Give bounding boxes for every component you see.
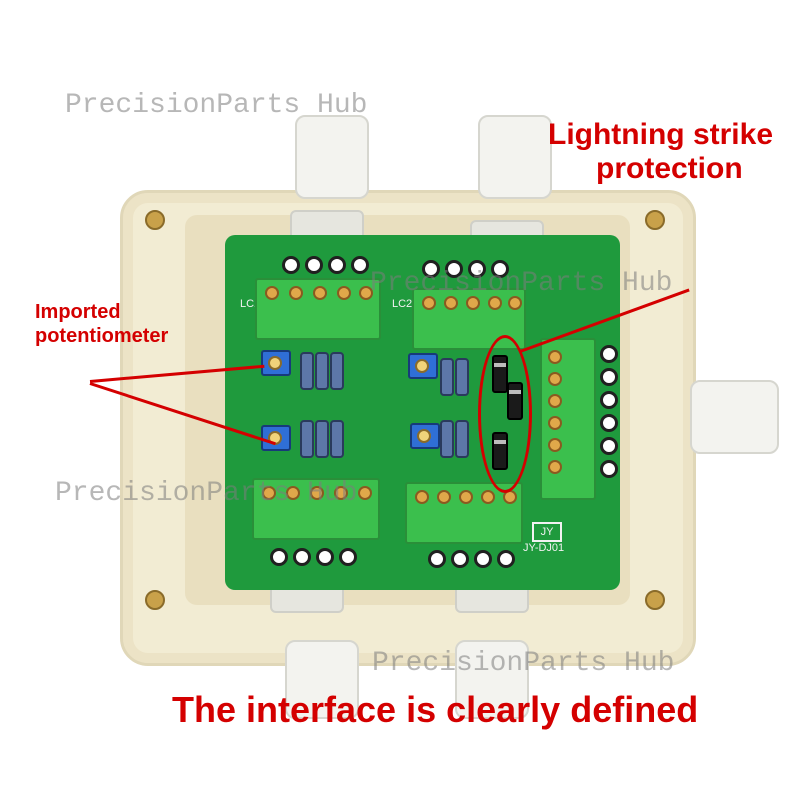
cable-gland-bottom-left (285, 640, 359, 719)
pcb-label-lc2: LC2 (392, 298, 413, 310)
pin (339, 548, 357, 566)
terminal-block-bottom-left (252, 478, 380, 540)
annotation-potentiometer: Imported potentiometer (35, 300, 168, 348)
resistor (440, 358, 454, 396)
resistor (300, 352, 314, 390)
watermark: PrecisionParts Hub (370, 268, 673, 299)
pin (468, 260, 486, 278)
potentiometer (261, 350, 291, 376)
pin (293, 548, 311, 566)
annotation-interface: The interface is clearly defined (172, 689, 699, 730)
annotation-lightning-line1: Lightning strike (548, 118, 773, 151)
annotation-lightning-line2: protection (596, 152, 743, 185)
pin (316, 548, 334, 566)
pin (428, 550, 446, 568)
pin (351, 256, 369, 274)
pcb-model: JY-DJ01 (523, 542, 565, 554)
watermark: PrecisionParts Hub (65, 90, 368, 121)
pin (600, 345, 618, 363)
pin (451, 550, 469, 568)
pin (422, 260, 440, 278)
resistor (440, 420, 454, 458)
resistor (455, 420, 469, 458)
annotation-potentiometer-line1: Imported (35, 301, 121, 323)
watermark: PrecisionParts Hub (372, 648, 675, 679)
terminal-block-top-left (255, 278, 381, 340)
potentiometer (408, 353, 438, 379)
annotation-potentiometer-line2: potentiometer (35, 325, 169, 347)
highlight-ellipse (478, 335, 532, 493)
pin (600, 460, 618, 478)
pin (491, 260, 509, 278)
resistor (330, 352, 344, 390)
terminal-block-right (540, 338, 596, 500)
pin (600, 368, 618, 386)
pin (600, 414, 618, 432)
resistor (315, 352, 329, 390)
screw-bottom-right (645, 590, 665, 610)
pin (600, 391, 618, 409)
screw-bottom-left (145, 590, 165, 610)
pcb-logo: JY (532, 522, 562, 542)
resistor (455, 358, 469, 396)
resistor (315, 420, 329, 458)
pin (497, 550, 515, 568)
resistor (300, 420, 314, 458)
screw-top-right (645, 210, 665, 230)
screw-top-left (145, 210, 165, 230)
pin (474, 550, 492, 568)
pin (445, 260, 463, 278)
resistor (330, 420, 344, 458)
cable-gland-bottom-right (455, 640, 529, 719)
pin (270, 548, 288, 566)
pin (282, 256, 300, 274)
cable-gland-top-right (478, 115, 552, 199)
potentiometer (410, 423, 440, 449)
pin (328, 256, 346, 274)
annotation-lightning: Lightning strike protection (548, 118, 773, 186)
cable-gland-right (690, 380, 779, 454)
watermark: PrecisionParts Hub (55, 478, 358, 509)
cable-gland-top-left (295, 115, 369, 199)
pin (305, 256, 323, 274)
pin (600, 437, 618, 455)
